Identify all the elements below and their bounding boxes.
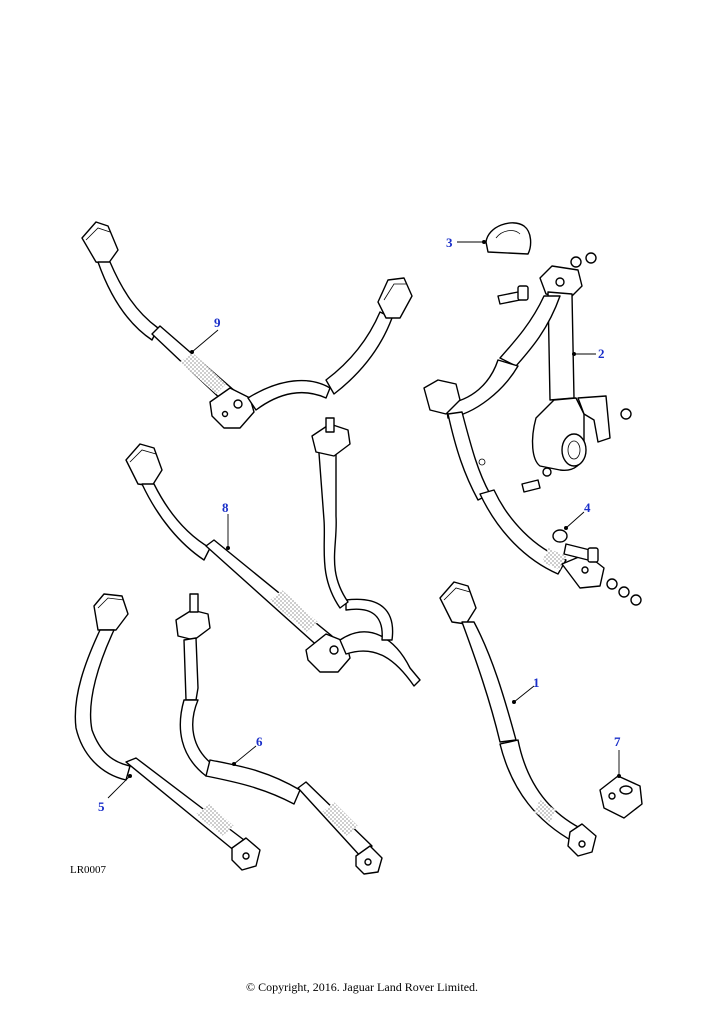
part-7-anchor-plate xyxy=(599,775,643,819)
part-3-cover-cap xyxy=(485,222,532,255)
callout-2: 2 xyxy=(572,346,605,361)
callout-9: 9 xyxy=(190,315,221,354)
copyright-notice: © Copyright, 2016. Jaguar Land Rover Lim… xyxy=(245,980,479,994)
callout-4: 4 xyxy=(564,500,591,530)
part-4-fixing-kit xyxy=(552,529,642,606)
part-1-rear-outer-belt xyxy=(439,581,597,857)
callout-5: 5 xyxy=(98,774,132,814)
callout-5-label: 5 xyxy=(98,799,105,814)
callout-1-label: 1 xyxy=(533,675,540,690)
callout-2-label: 2 xyxy=(598,346,605,361)
part-5-belt-assembly xyxy=(74,593,261,871)
part-8-rear-belt-assembly xyxy=(125,417,421,687)
callout-7: 7 xyxy=(614,734,621,778)
callout-6: 6 xyxy=(232,734,263,766)
callout-3-label: 3 xyxy=(446,235,453,250)
callout-3: 3 xyxy=(446,235,486,250)
part-6-buckle-belt xyxy=(175,593,383,875)
callout-1: 1 xyxy=(512,675,540,704)
callout-6-label: 6 xyxy=(256,734,263,749)
callout-9-label: 9 xyxy=(214,315,221,330)
reference-code: LR0007 xyxy=(70,864,107,876)
callout-8: 8 xyxy=(222,500,230,550)
part-9-rear-belt-assembly xyxy=(81,221,413,429)
callout-7-label: 7 xyxy=(614,734,621,749)
part-2-front-belt-retractor xyxy=(423,252,632,589)
callout-8-label: 8 xyxy=(222,500,229,515)
callout-4-label: 4 xyxy=(584,500,591,515)
